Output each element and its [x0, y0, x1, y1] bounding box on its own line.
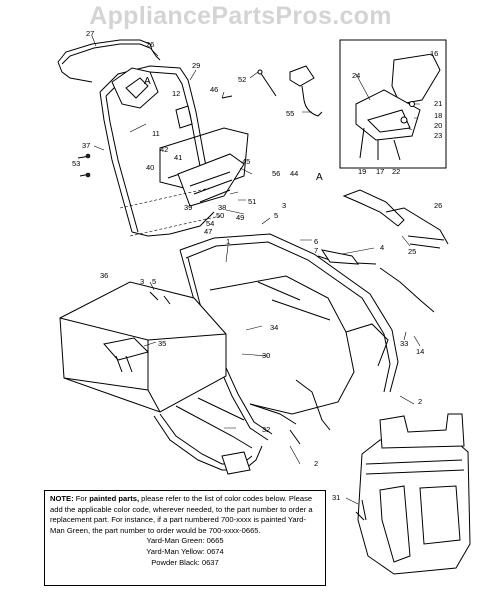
callout-label: 17	[376, 167, 384, 176]
note-label: NOTE:	[50, 494, 74, 503]
leader-lines	[91, 35, 421, 505]
callout-label: 27	[86, 29, 94, 38]
note-text-post: please refer to the list of color codes …	[50, 494, 313, 535]
callout-label: 5	[274, 211, 278, 220]
upper-handle-bar	[57, 39, 161, 83]
callout-label: 38	[218, 203, 226, 212]
callout-label: 3	[282, 201, 286, 210]
callout-label: 30	[262, 351, 270, 360]
callout-label: 29	[192, 61, 200, 70]
callout-label: 56	[272, 169, 280, 178]
callout-label: 22	[392, 167, 400, 176]
callout-label: 37	[82, 141, 90, 150]
rear-bag	[355, 413, 471, 575]
callout-label: A	[144, 76, 151, 87]
callout-label: 14	[416, 347, 424, 356]
color-code-note: NOTE: For painted parts, please refer to…	[44, 490, 326, 586]
callout-label: 26	[434, 201, 442, 210]
callout-label: 12	[172, 89, 180, 98]
callout-label: 3	[140, 277, 144, 286]
grass-catcher	[59, 281, 263, 475]
callout-label: 36	[100, 271, 108, 280]
color-code-item: Yard-Man Yellow: 0674	[146, 546, 224, 556]
callout-label: 39	[184, 203, 192, 212]
watermark: AppliancePartsPros.com	[89, 2, 392, 30]
callout-label: 44	[290, 169, 298, 178]
callout-label: 52	[238, 75, 246, 84]
callout-label: 6	[314, 237, 318, 246]
callout-label: 47	[204, 227, 212, 236]
callout-label: 20	[434, 121, 442, 130]
callout-label: 51	[248, 197, 256, 206]
small-parts-top	[77, 65, 323, 178]
callout-label: 46	[210, 85, 218, 94]
callout-label: 53	[72, 159, 80, 168]
callout-label: 11	[152, 129, 160, 138]
callout-label: 32	[262, 425, 270, 434]
callout-label: 25	[408, 247, 416, 256]
callout-label: 21	[434, 99, 442, 108]
callout-label: 40	[146, 163, 154, 172]
note-body: NOTE: For painted parts, please refer to…	[50, 494, 320, 536]
note-text-pre: For	[75, 494, 90, 503]
color-code-item: Powder Black: 0637	[151, 557, 219, 567]
callout-label: 24	[352, 71, 360, 80]
color-code-item: Yard-Man Green: 0665	[146, 536, 224, 546]
detail-view-a	[339, 39, 447, 169]
color-code-list: Yard-Man Green: 0665 Yard-Man Yellow: 06…	[50, 536, 320, 568]
callout-label: 31	[332, 493, 340, 502]
handle-assembly	[99, 65, 249, 237]
callout-label: 50	[216, 211, 224, 220]
callout-label: 2	[314, 459, 318, 468]
callout-label: 35	[158, 339, 166, 348]
callout-label: 18	[434, 111, 442, 120]
note-emphasis: painted parts,	[89, 494, 140, 503]
callout-labels: 27 26 29 A 12 46 52 55 16 24 21 18 20 23…	[72, 29, 442, 502]
callout-label: 19	[358, 167, 366, 176]
callout-label: 23	[434, 131, 442, 140]
callout-label: 2	[418, 397, 422, 406]
callout-label: 55	[286, 109, 294, 118]
callout-label: 33	[400, 339, 408, 348]
callout-label: 16	[430, 49, 438, 58]
callout-label: 26	[146, 40, 154, 49]
callout-label: 42	[160, 145, 168, 154]
callout-label: 4	[380, 243, 384, 252]
callout-label: 5	[152, 277, 156, 286]
callout-label: 41	[174, 153, 182, 162]
callout-label: 1	[226, 237, 230, 246]
callout-label: 49	[236, 213, 244, 222]
callout-label: 54	[206, 219, 214, 228]
callout-label: 45	[242, 157, 250, 166]
callout-label: A	[316, 172, 323, 183]
callout-label: 34	[270, 323, 278, 332]
control-cable-group	[317, 189, 449, 313]
callout-label: 7	[314, 246, 318, 255]
